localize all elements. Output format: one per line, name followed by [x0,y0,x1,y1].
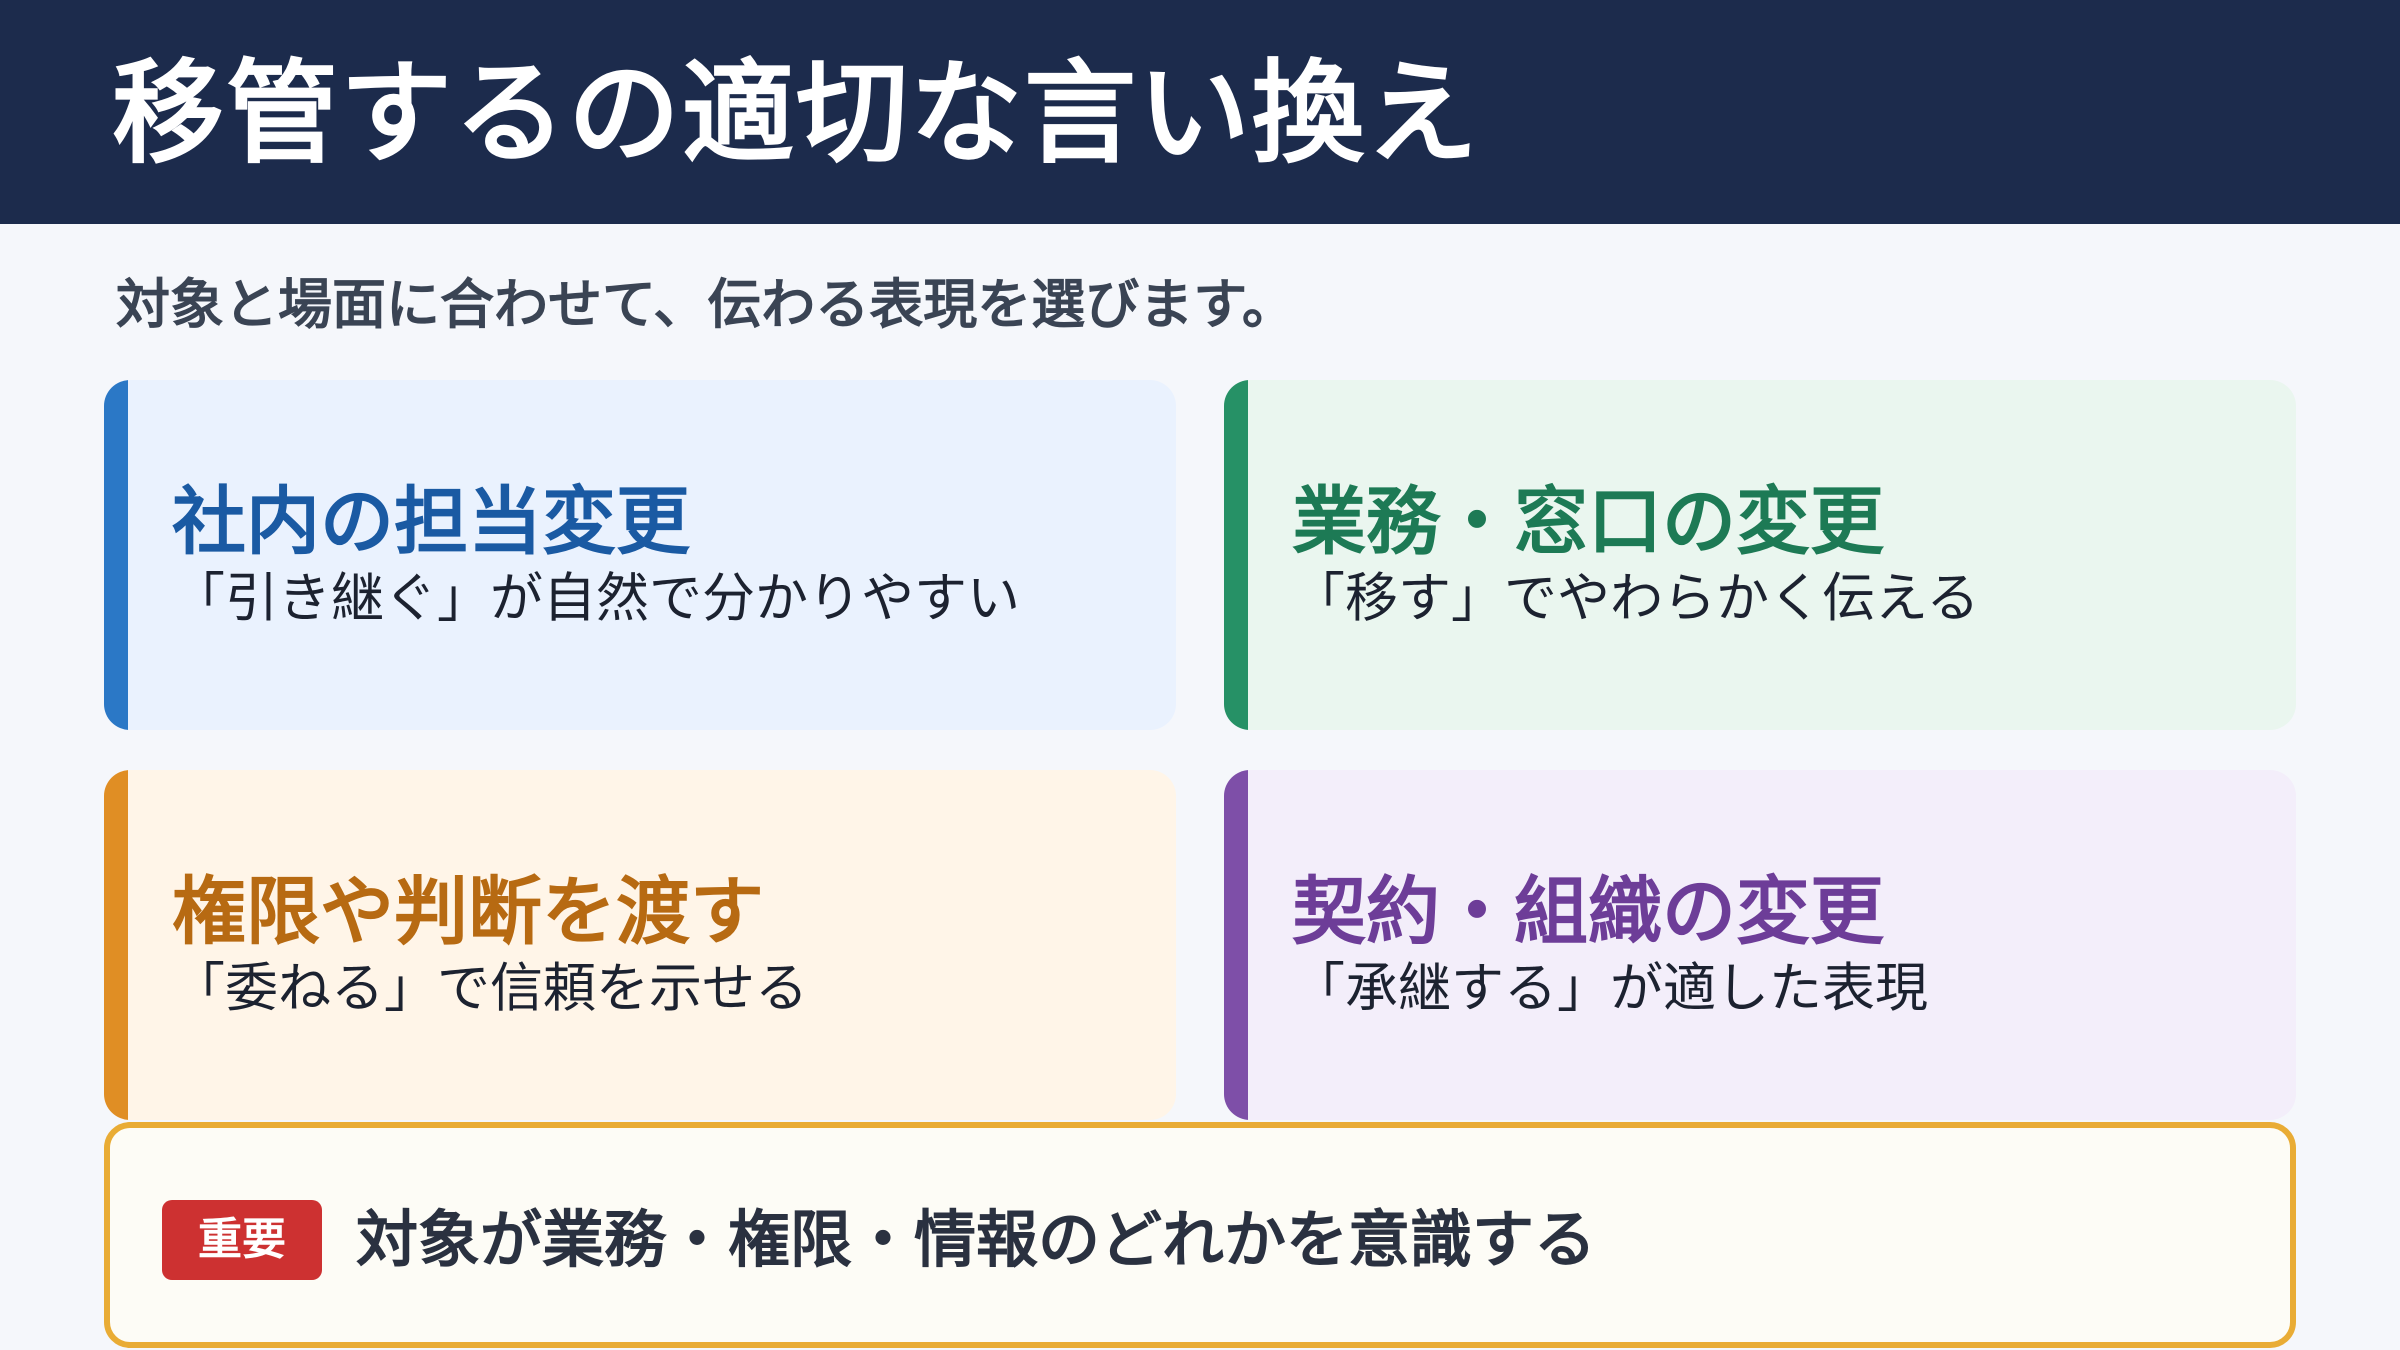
card-contract-organization-change: 契約・組織の変更 「承継する」が適した表現 [1224,770,2296,1120]
title-bar: 移管するの適切な言い換え [0,0,2400,224]
card-authority-transfer: 権限や判断を渡す 「委ねる」で信頼を示せる [104,770,1176,1120]
card-description: 「承継する」が適した表現 [1292,958,1928,1019]
card-description: 「委ねる」で信頼を示せる [172,958,808,1019]
card-accent-bar [1224,380,1248,730]
important-badge: 重要 [162,1200,322,1280]
card-accent-bar [1224,770,1248,1120]
page-subtitle: 対象と場面に合わせて、伝わる表現を選びます。 [116,273,1296,336]
card-title: 権限や判断を渡す [172,869,764,955]
card-title: 社内の担当変更 [172,479,690,565]
card-accent-bar [104,380,128,730]
important-note-text: 対象が業務・権限・情報のどれかを意識する [356,1203,1597,1276]
page-title: 移管するの適切な言い換え [112,49,1480,179]
card-business-contact-change: 業務・窓口の変更 「移す」でやわらかく伝える [1224,380,2296,730]
card-description: 「移す」でやわらかく伝える [1292,568,1980,629]
card-title: 業務・窓口の変更 [1292,479,1884,565]
card-accent-bar [104,770,128,1120]
important-note-box: 重要 対象が業務・権限・情報のどれかを意識する [104,1122,2296,1348]
card-title: 契約・組織の変更 [1292,869,1884,955]
card-internal-handover: 社内の担当変更 「引き継ぐ」が自然で分かりやすい [104,380,1176,730]
card-description: 「引き継ぐ」が自然で分かりやすい [172,568,1020,629]
